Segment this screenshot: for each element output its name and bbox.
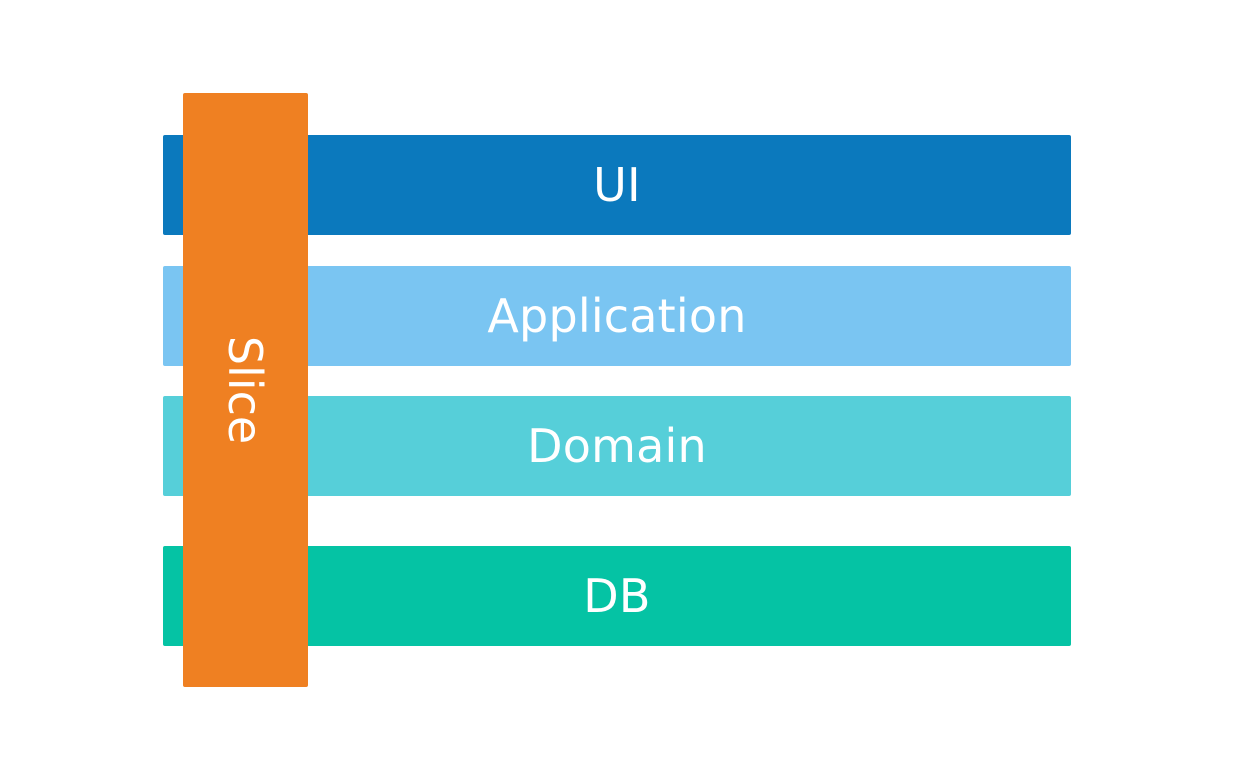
vertical-slice-bar[interactable]: Slice	[183, 93, 308, 687]
layer-bar-ui[interactable]: UI	[163, 135, 1071, 235]
layer-bar-db[interactable]: DB	[163, 546, 1071, 646]
layer-bar-domain[interactable]: Domain	[163, 396, 1071, 496]
layer-label-db: DB	[583, 569, 651, 623]
vertical-slice-label: Slice	[218, 335, 273, 445]
layer-bar-application[interactable]: Application	[163, 266, 1071, 366]
layer-label-application: Application	[487, 289, 747, 343]
layer-label-domain: Domain	[527, 419, 707, 473]
layer-label-ui: UI	[593, 158, 641, 212]
